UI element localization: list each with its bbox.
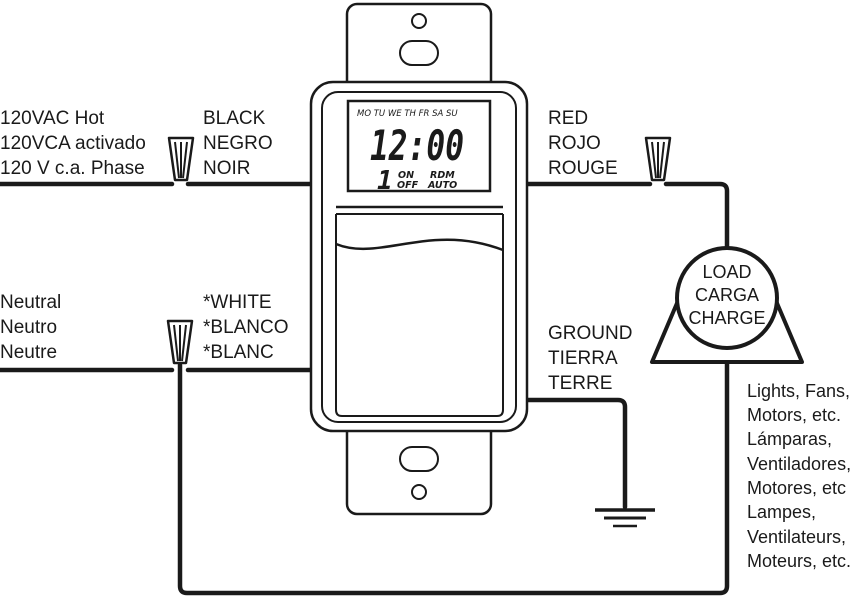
load-example-line: Motores, etc: [747, 478, 846, 498]
load-example-line: Lampes,: [747, 502, 816, 522]
lcd-off: OFF: [397, 180, 419, 191]
lcd-time: 12:00: [370, 121, 464, 170]
lcd-on: ON: [398, 170, 414, 181]
ground-label-fr: TERRE: [548, 373, 612, 394]
lcd-auto: AUTO: [427, 180, 457, 191]
red-label-fr: ROUGE: [548, 158, 618, 179]
load-example-line: Lámparas,: [747, 429, 832, 449]
load-feed-wire: [663, 181, 730, 253]
load-symbol: LOAD CARGA CHARGE: [650, 246, 804, 364]
black-label-fr: NOIR: [203, 158, 251, 179]
white-label-es: *BLANCO: [203, 317, 289, 338]
hot-label: 120VAC Hot 120VCA activado 120 V c.a. Ph…: [0, 108, 146, 179]
load-label-en: LOAD: [702, 262, 751, 282]
neutral-label-en: Neutral: [0, 292, 61, 313]
white-label-en: *WHITE: [203, 292, 272, 313]
rocker-button[interactable]: [335, 238, 504, 252]
hot-label-es: 120VCA activado: [0, 133, 146, 154]
lcd-program-number: 1: [377, 166, 393, 196]
black-label: BLACK NEGRO NOIR: [203, 108, 273, 179]
neutral-label-fr: Neutre: [0, 342, 57, 363]
wire-nut-hot-icon: [167, 136, 195, 182]
neutral-label: Neutral Neutro Neutre: [0, 292, 61, 363]
wires: [0, 181, 730, 596]
ground-symbol-icon: [595, 508, 655, 528]
ground-wire: [519, 397, 628, 510]
load-example-line: Motors, etc.: [747, 405, 841, 425]
red-label: RED ROJO ROUGE: [548, 108, 618, 179]
load-example-line: Ventilateurs,: [747, 527, 846, 547]
white-label-fr: *BLANC: [203, 342, 274, 363]
ground-label-es: TIERRA: [548, 348, 618, 369]
load-examples: Lights, Fans, Motors, etc. Lámparas, Ven…: [747, 381, 851, 571]
wire-nut-neutral-icon: [166, 319, 194, 365]
black-label-es: NEGRO: [203, 133, 273, 154]
load-label-es: CARGA: [695, 285, 759, 305]
load-label-fr: CHARGE: [688, 308, 765, 328]
lcd-days: MO TU WE TH FR SA SU: [357, 109, 458, 119]
load-example-line: Ventiladores,: [747, 454, 851, 474]
lcd-rdm: RDM: [430, 170, 455, 181]
hot-label-en: 120VAC Hot: [0, 108, 105, 129]
neutral-return-wire: [177, 359, 730, 596]
black-label-en: BLACK: [203, 108, 266, 129]
timer-switch: MO TU WE TH FR SA SU 12:00 1 ON OFF RDM …: [309, 2, 529, 516]
wire-nut-red-icon: [644, 136, 672, 182]
load-example-line: Lights, Fans,: [747, 381, 850, 401]
white-label: *WHITE *BLANCO *BLANC: [203, 292, 289, 363]
red-label-en: RED: [548, 108, 588, 129]
red-label-es: ROJO: [548, 133, 601, 154]
hot-label-fr: 120 V c.a. Phase: [0, 158, 145, 179]
ground-label-en: GROUND: [548, 323, 632, 344]
load-example-line: Moteurs, etc.: [747, 551, 851, 571]
ground-label: GROUND TIERRA TERRE: [548, 323, 632, 394]
neutral-label-es: Neutro: [0, 317, 57, 338]
lcd-display: [346, 99, 492, 193]
